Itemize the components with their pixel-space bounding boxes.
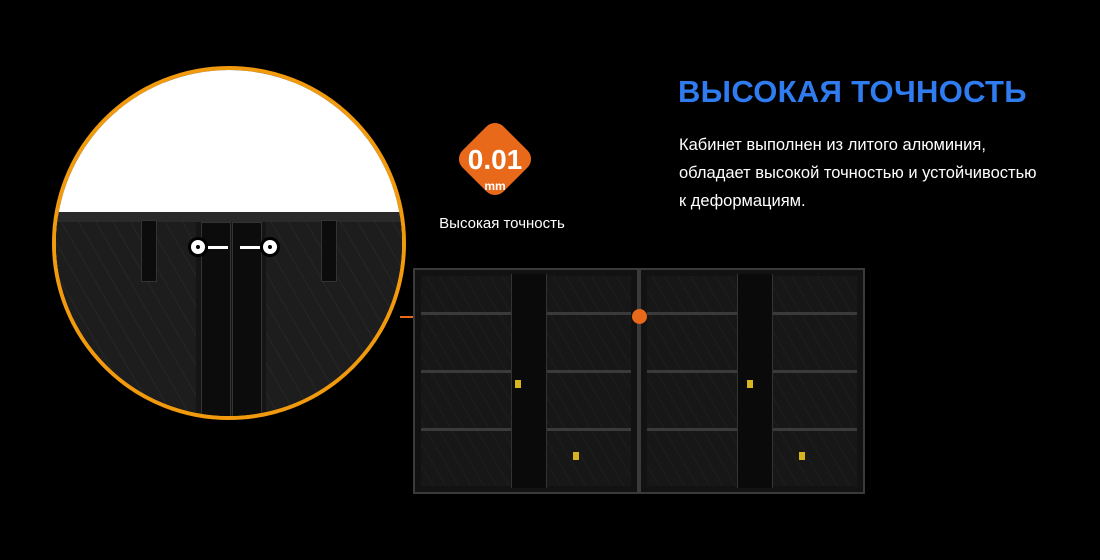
joint-marker-left bbox=[188, 237, 208, 257]
cabinet-right-spine bbox=[232, 222, 262, 416]
zoomed-joint-detail bbox=[52, 66, 406, 420]
lock-left bbox=[141, 220, 157, 282]
joint-indicator-dot bbox=[632, 309, 647, 324]
cabinet-top-frame bbox=[56, 212, 402, 222]
joint-gap-left bbox=[208, 246, 228, 249]
lock-right bbox=[321, 220, 337, 282]
led-cabinet-right bbox=[639, 268, 865, 494]
label-sticker bbox=[747, 380, 753, 388]
power-connector bbox=[799, 452, 805, 460]
precision-badge-label: Высокая точность bbox=[439, 215, 565, 232]
led-cabinet-left bbox=[413, 268, 639, 494]
cabinet-left-spine bbox=[201, 222, 231, 416]
background-white bbox=[56, 70, 402, 216]
joint-marker-right bbox=[260, 237, 280, 257]
precision-badge-value: 0.01 bbox=[467, 144, 523, 175]
power-connector bbox=[573, 452, 579, 460]
page-title: ВЫСОКАЯ ТОЧНОСТЬ bbox=[678, 74, 1027, 109]
precision-badge-unit: mm bbox=[484, 179, 506, 193]
description-text: Кабинет выполнен из литого алюминия, обл… bbox=[679, 136, 1037, 210]
label-sticker bbox=[515, 380, 521, 388]
joint-gap-right bbox=[240, 246, 260, 249]
cabinet-spine bbox=[737, 274, 773, 488]
cabinet-left-surface bbox=[56, 222, 196, 416]
